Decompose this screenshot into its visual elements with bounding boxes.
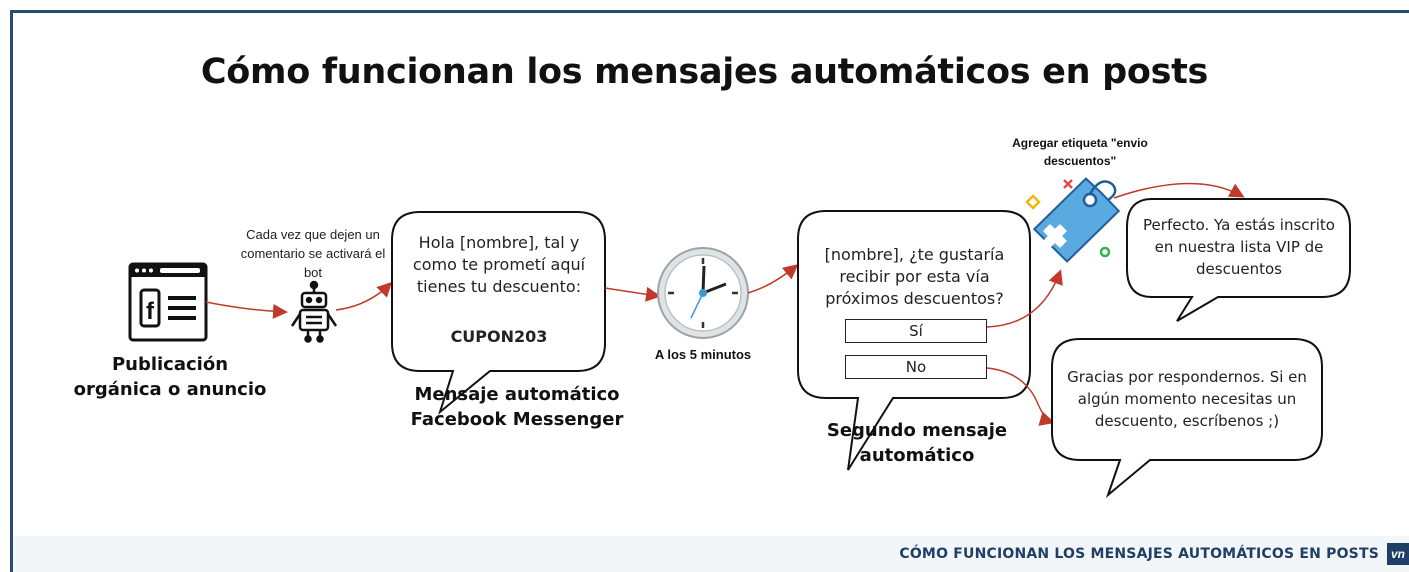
clock-icon bbox=[657, 247, 749, 339]
arrow-no-to-reply bbox=[986, 367, 1055, 426]
footer-logo: vn bbox=[1387, 543, 1409, 565]
arrow-post-to-bot bbox=[205, 301, 288, 319]
reply-yes-bubble bbox=[1126, 198, 1351, 322]
first-message-bubble bbox=[391, 211, 606, 415]
arrow-clock-to-second-message bbox=[747, 264, 799, 294]
second-message-text: [nombre], ¿te gustaría recibir por esta … bbox=[824, 245, 1005, 308]
first-message-label: Mensaje automático Facebook Messenger bbox=[410, 384, 624, 430]
arrow-message-to-clock bbox=[604, 286, 661, 302]
arrow-bot-to-message bbox=[335, 281, 393, 311]
diagram-frame bbox=[10, 10, 1409, 572]
first-message-text: Hola [nombre], tal y como te prometí aqu… bbox=[412, 233, 586, 296]
arrow-yes-to-tag bbox=[986, 269, 1063, 328]
coupon-code: CUPON203 bbox=[450, 327, 548, 346]
option-no[interactable]: No bbox=[845, 355, 987, 379]
comment-note: Cada vez que dejen un comentario se acti… bbox=[240, 227, 386, 280]
footer-bar bbox=[13, 536, 1409, 572]
delay-label: A los 5 minutos bbox=[654, 347, 752, 362]
robot-icon bbox=[290, 280, 338, 343]
footer-title: CÓMO FUNCIONAN LOS MENSAJES AUTOMÁTICOS … bbox=[899, 546, 1379, 562]
post-label: Publicación orgánica o anuncio bbox=[73, 354, 267, 400]
tag-note: Agregar etiqueta "envio descuentos" bbox=[1012, 136, 1148, 168]
arrow-tag-to-reply bbox=[1113, 182, 1245, 199]
tag-icon bbox=[1025, 177, 1121, 263]
facebook-post-icon: f bbox=[128, 262, 208, 342]
option-yes[interactable]: Sí bbox=[845, 319, 987, 343]
svg-text:f: f bbox=[146, 298, 155, 325]
reply-no-text: Gracias por respondernos. Si en algún mo… bbox=[1067, 368, 1307, 430]
reply-yes-text: Perfecto. Ya estás inscrito en nuestra l… bbox=[1143, 216, 1335, 278]
second-message-label: Segundo mensaje automático bbox=[826, 420, 1008, 466]
reply-no-bubble bbox=[1051, 338, 1323, 499]
page-title: Cómo funcionan los mensajes automáticos … bbox=[200, 52, 1209, 92]
